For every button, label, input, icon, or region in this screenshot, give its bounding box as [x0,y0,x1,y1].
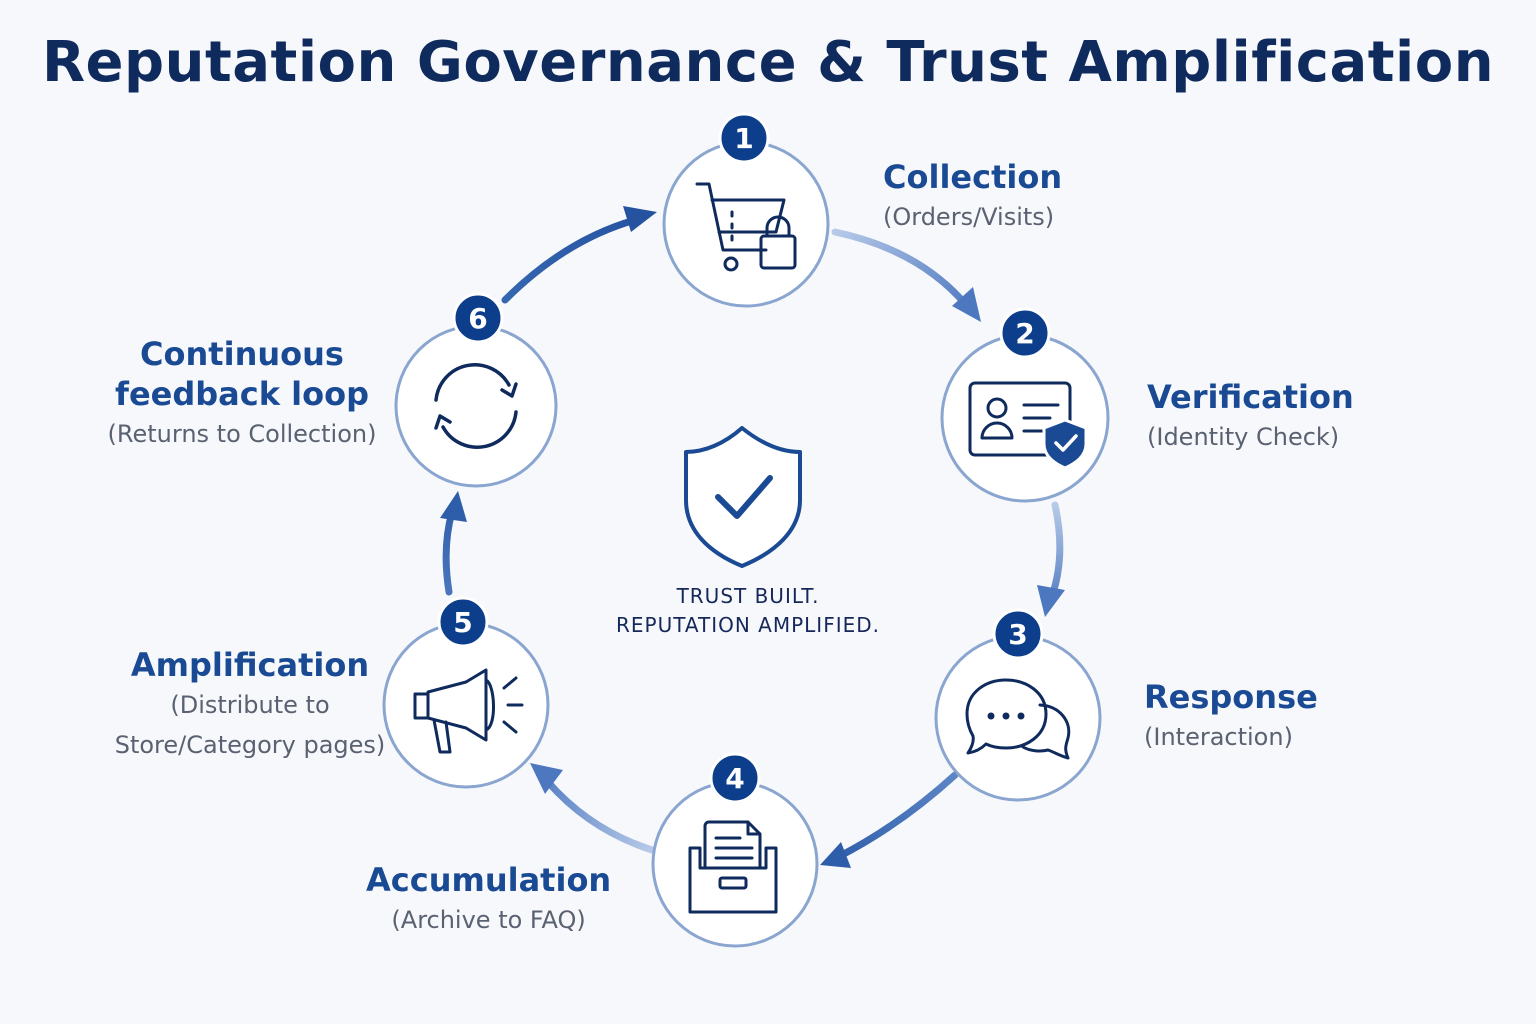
step-3-label: Response (Interaction) [1144,677,1318,757]
chat-bubbles-icon [965,678,1071,760]
step-2-label: Verification (Identity Check) [1147,377,1354,457]
step-1-badge: 1 [718,112,770,164]
step-3-node [934,634,1102,802]
step-1-node [662,140,830,308]
id-card-shield-icon [968,381,1072,457]
arrow-4-to-5 [530,763,656,854]
step-6-number: 6 [468,302,487,335]
chat-dots-icon [987,712,1025,720]
step-4-name: Accumulation [366,861,612,899]
step-6-sub: (Returns to Collection) [107,420,377,448]
step-4-badge: 4 [709,752,761,804]
step-2-node [940,333,1110,503]
page-title: Reputation Governance & Trust Amplificat… [41,30,1495,95]
step-6-name-line-2: feedback loop [115,375,369,413]
arrow-5-to-6 [440,491,467,596]
step-5-number: 5 [453,606,472,639]
step-3-sub: (Interaction) [1144,723,1293,751]
step-5-label: Amplification (Distribute to Store/Categ… [110,645,390,765]
step-4-label: Accumulation (Archive to FAQ) [366,860,611,940]
step-1-sub: (Orders/Visits) [883,203,1055,231]
step-3-badge: 3 [992,608,1044,660]
step-4-node [651,780,819,948]
center-motto: TRUST BUILT. REPUTATION AMPLIFIED. [548,582,948,640]
step-3-number: 3 [1008,618,1027,651]
arrow-6-to-1 [501,206,657,304]
shopping-cart-lock-icon [695,182,797,272]
shield-check-icon [684,426,802,568]
step-6-node [394,324,558,488]
step-5-sub-line-2: Store/Category pages) [114,731,386,759]
step-1-label: Collection (Orders/Visits) [883,157,1062,237]
step-4-sub: (Archive to FAQ) [391,906,586,934]
archive-box-icon [688,820,778,914]
step-6-label: Continuous feedback loop (Returns to Col… [102,334,382,454]
step-2-number: 2 [1015,317,1034,350]
step-2-sub: (Identity Check) [1147,423,1340,451]
step-5-badge: 5 [437,596,489,648]
megaphone-icon [413,668,524,754]
step-6-badge: 6 [452,292,504,344]
step-2-badge: 2 [999,307,1051,359]
motto-line-1: TRUST BUILT. [676,584,820,608]
step-1-number: 1 [734,122,753,155]
arrow-2-to-3 [1037,501,1065,617]
step-2-name: Verification [1147,378,1354,416]
step-1-name: Collection [883,158,1063,196]
step-5-node [382,621,550,789]
shield-badge-icon [1042,418,1088,470]
arrow-3-to-4 [820,771,959,868]
step-6-name-line-1: Continuous [140,335,344,373]
refresh-cycle-icon [434,363,518,449]
arrow-1-to-2 [831,228,981,322]
step-5-name: Amplification [130,646,370,684]
step-4-number: 4 [725,762,744,795]
step-3-name: Response [1144,678,1318,716]
motto-line-2: REPUTATION AMPLIFIED. [615,613,881,637]
step-5-sub-line-1: (Distribute to [170,691,330,719]
